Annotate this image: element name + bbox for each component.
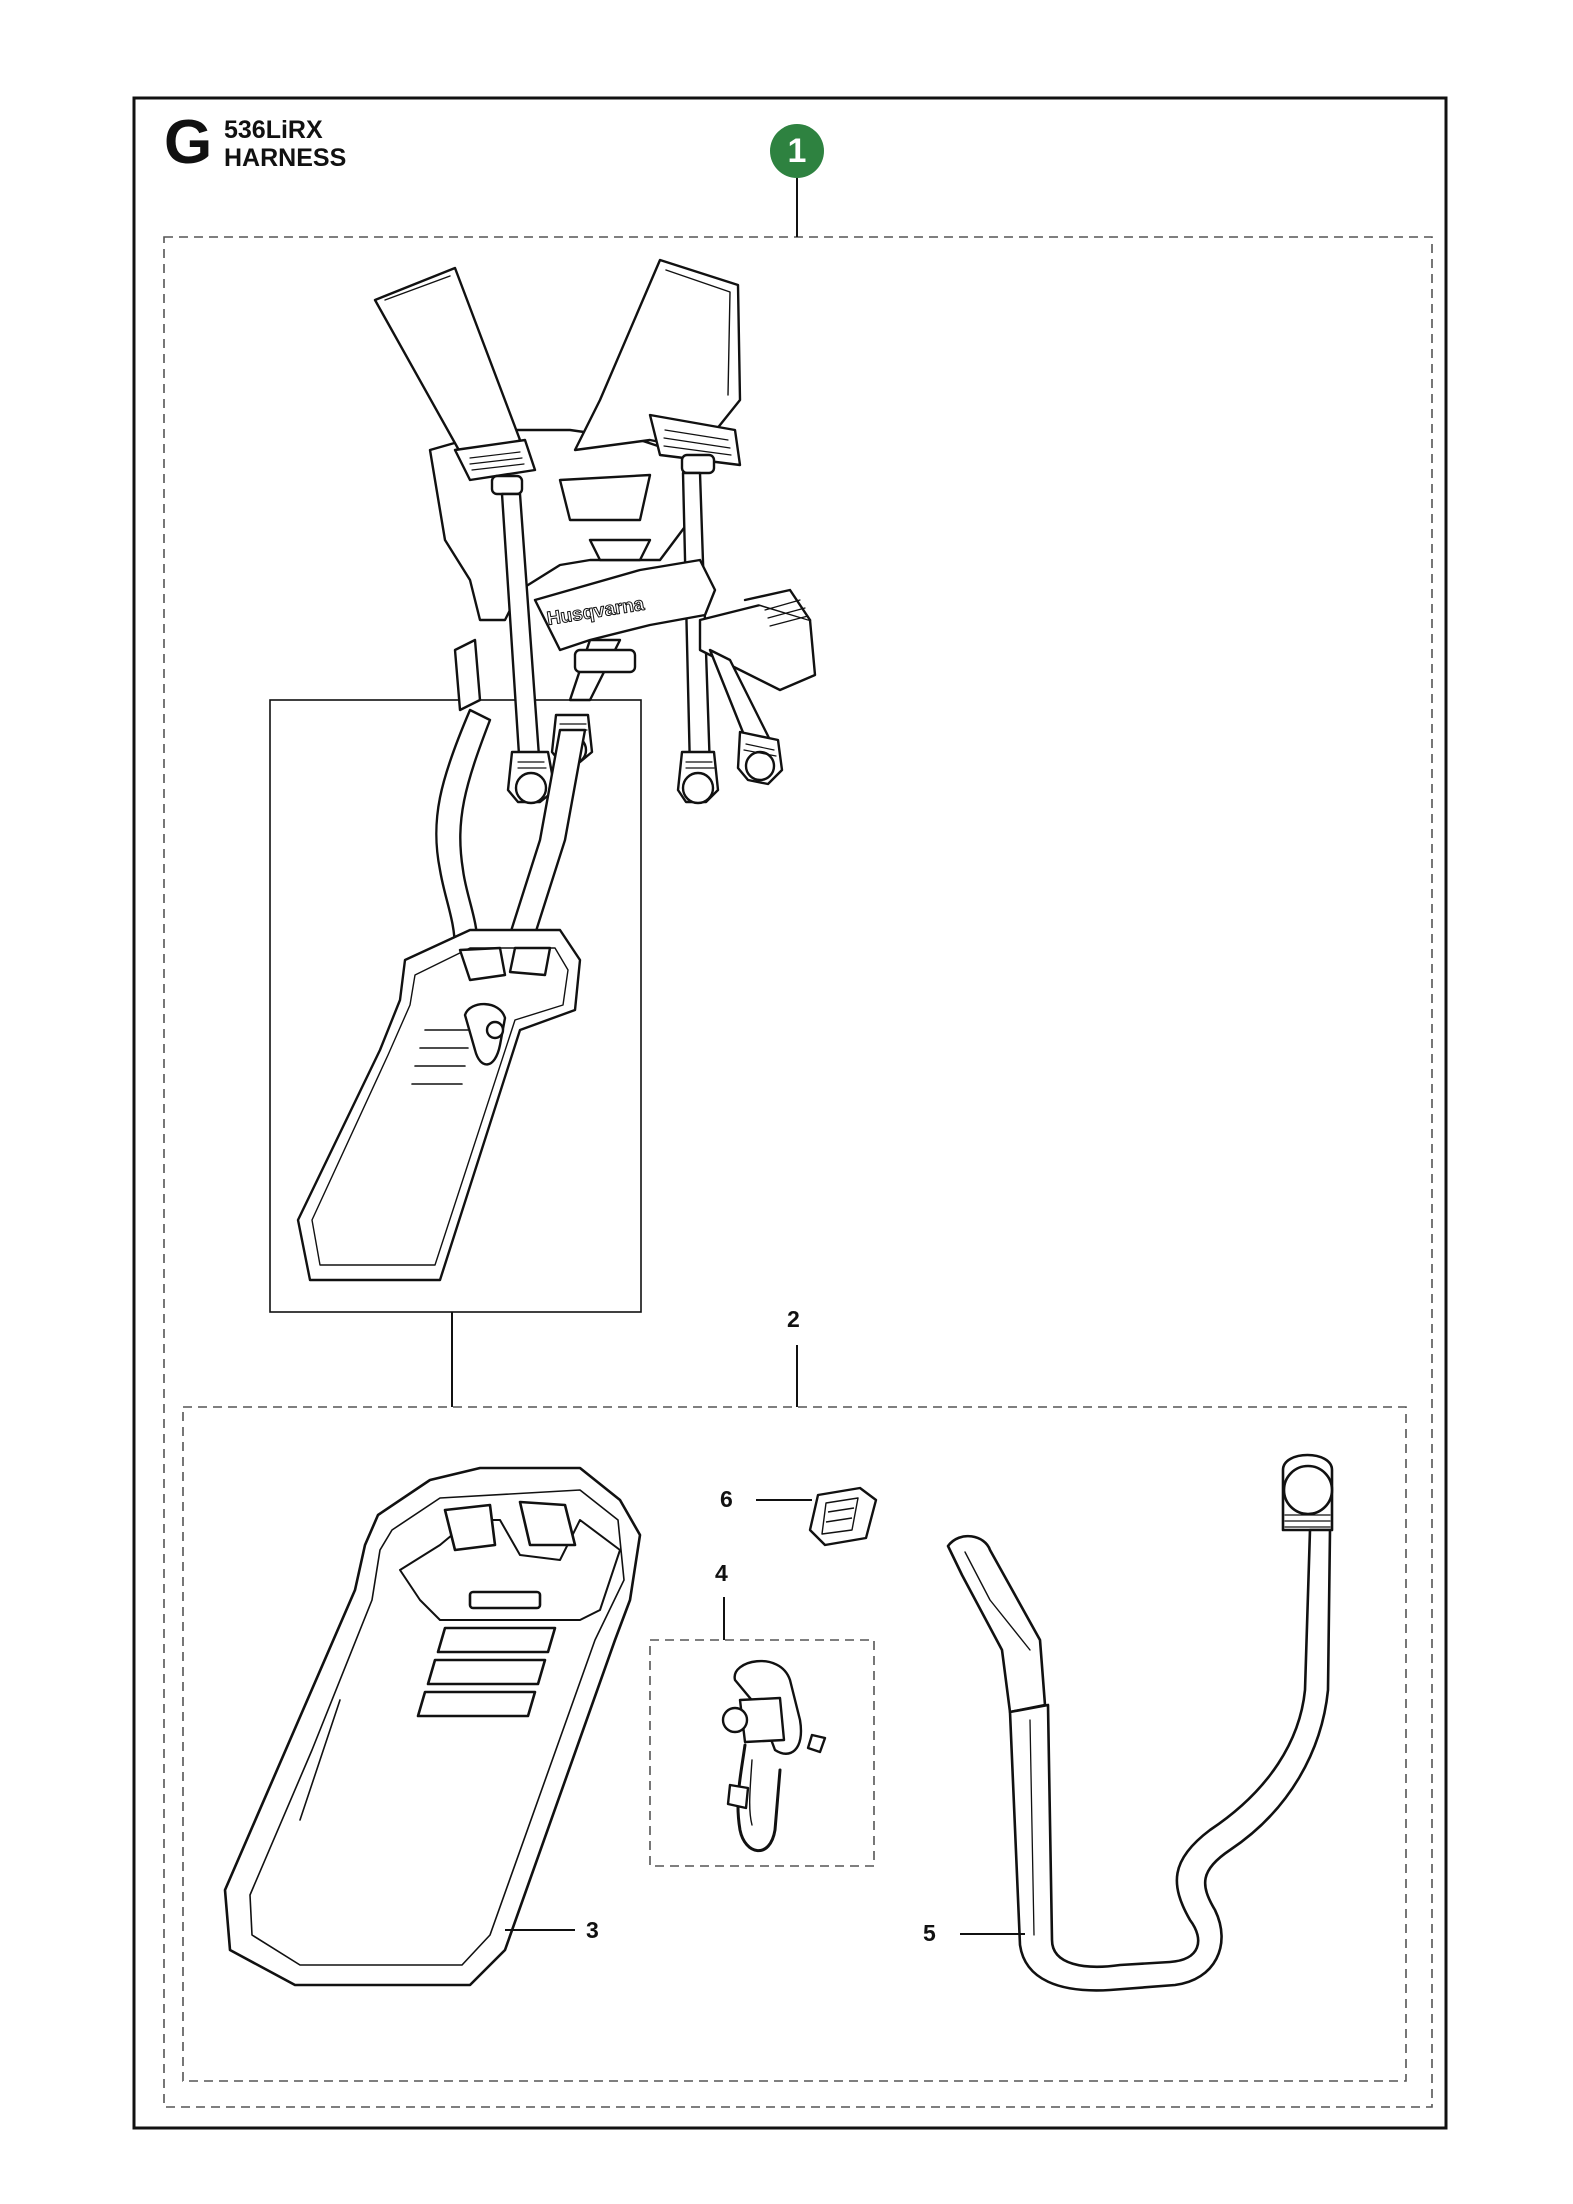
model-number: 536LiRX	[224, 116, 323, 144]
callout-6: 6	[720, 1486, 733, 1512]
callout-4: 4	[715, 1560, 728, 1586]
hook-boundary	[649, 1639, 875, 1867]
kit-boundary	[182, 1406, 1407, 2082]
buckle-illustration	[808, 1486, 878, 1547]
page-title: HARNESS	[224, 144, 347, 172]
callout-2: 2	[787, 1306, 800, 1332]
hook-illustration	[721, 1659, 827, 1853]
harness-illustration: Husqvarna	[373, 258, 817, 805]
hip-pad-illustration	[223, 1466, 642, 1987]
callout-5: 5	[923, 1920, 936, 1946]
strap-illustration	[946, 1453, 1334, 1992]
detail-frame	[269, 699, 642, 1313]
callout-3: 3	[586, 1917, 599, 1943]
page-frame	[132, 96, 1448, 2130]
section-letter: G	[164, 108, 213, 177]
assembly-badge: 1	[770, 124, 824, 178]
detail-pad-illustration	[296, 708, 587, 1282]
